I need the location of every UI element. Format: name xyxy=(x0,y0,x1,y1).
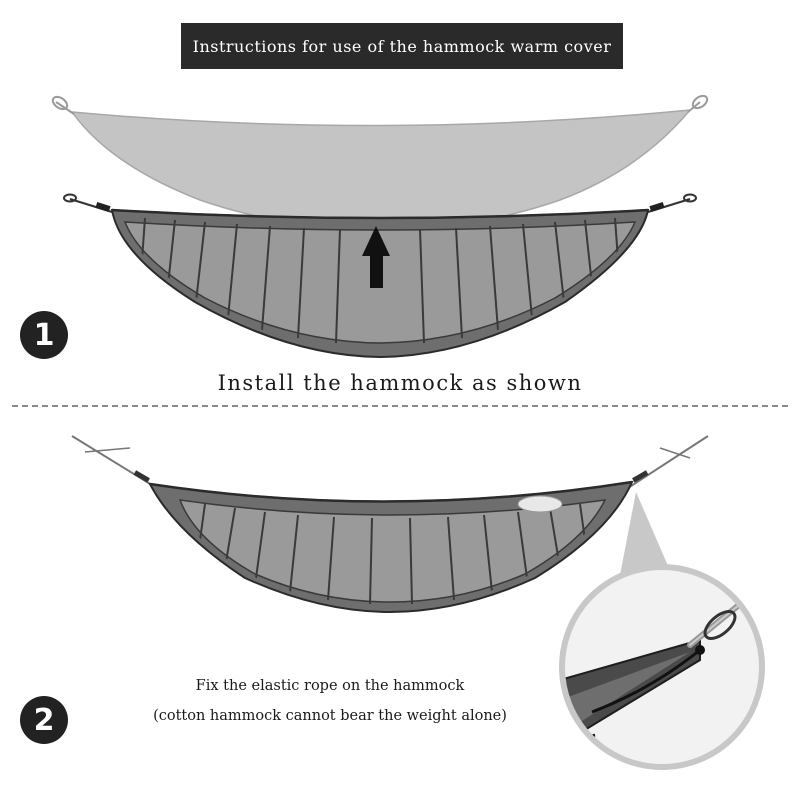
carabiner-icon xyxy=(683,193,697,203)
step-2-badge: 2 xyxy=(20,696,68,744)
step-1-number: 1 xyxy=(33,317,55,353)
page-title: Instructions for use of the hammock warm… xyxy=(192,36,612,56)
step-1-badge: 1 xyxy=(20,311,68,359)
step-2-caption-line1: Fix the elastic rope on the hammock xyxy=(195,678,465,694)
hammock-top xyxy=(51,94,709,231)
magnifier-callout xyxy=(559,492,765,770)
step-2-caption-line2: (cotton hammock cannot bear the weight a… xyxy=(153,708,507,724)
carabiner-icon xyxy=(51,95,69,111)
hammock-assembled xyxy=(71,435,709,614)
carabiner-icon xyxy=(703,610,737,640)
title-banner: Instructions for use of the hammock warm… xyxy=(181,23,623,69)
step-2-number: 2 xyxy=(33,702,55,738)
carabiner-icon xyxy=(691,94,709,110)
up-arrow-icon xyxy=(362,226,390,288)
carabiner-icon xyxy=(63,193,77,203)
step-1-caption: Install the hammock as shown xyxy=(217,371,583,395)
